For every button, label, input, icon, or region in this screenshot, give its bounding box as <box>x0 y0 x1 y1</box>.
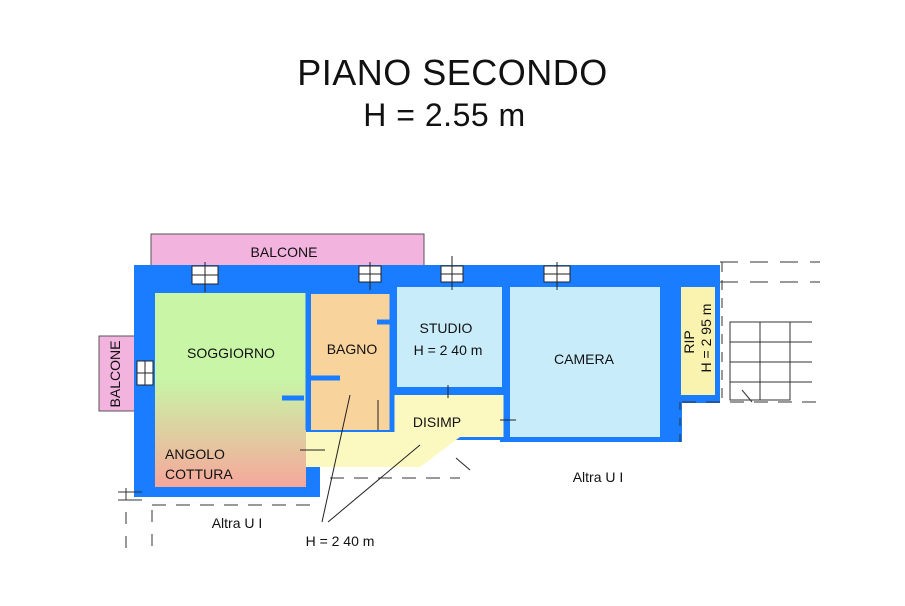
room-bagno <box>311 294 390 430</box>
height-leader-lines <box>321 394 421 523</box>
room-soggiorno <box>155 293 306 487</box>
room-disimp <box>306 395 505 467</box>
studio-label: STUDIO <box>420 320 473 336</box>
balcone-side-label: BALCONE <box>107 341 123 408</box>
studio-height-label: H = 2 40 m <box>414 342 483 358</box>
room-ripostiglio <box>681 287 715 395</box>
neighbour-outline <box>118 261 820 555</box>
disimp-label: DISIMP <box>413 414 461 430</box>
camera-label: CAMERA <box>554 351 615 367</box>
room-camera <box>510 287 660 437</box>
interior-walls <box>282 287 679 437</box>
door-marks <box>300 385 516 471</box>
cottura-label: COTTURA <box>165 466 233 482</box>
ripostiglio-height-label: H = 2 95 m <box>698 304 714 373</box>
altra-ui-right-label: Altra U I <box>573 469 624 485</box>
angolo-label: ANGOLO <box>165 446 225 462</box>
stairs <box>729 321 812 403</box>
height-note-label: H = 2 40 m <box>306 533 375 549</box>
plan-title: PIANO SECONDO <box>297 52 608 93</box>
room-studio <box>397 287 502 387</box>
bagno-label: BAGNO <box>327 341 378 357</box>
altra-ui-bottom-label: Altra U I <box>212 515 263 531</box>
ceiling-height-label: H = 2.55 m <box>363 97 526 133</box>
windows <box>136 256 571 386</box>
soggiorno-label: SOGGIORNO <box>187 345 275 361</box>
ripostiglio-label: RIP <box>681 330 697 353</box>
balcone-top-label: BALCONE <box>251 244 318 260</box>
